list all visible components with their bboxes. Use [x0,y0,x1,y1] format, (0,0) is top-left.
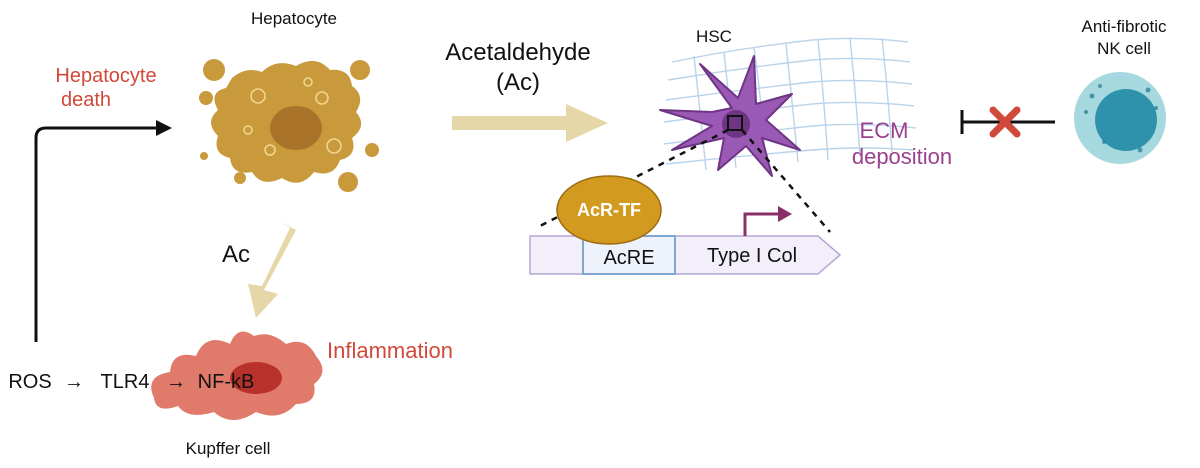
nfkb-label: NF-kB [198,371,255,393]
ecm-label-line1: ECM [860,118,909,143]
ac-down-arrow [248,222,296,318]
zoom-box [727,115,743,131]
type1-col-label: Type I Col [707,245,797,267]
zoom-lines [539,128,831,233]
hsc-cell [659,55,801,177]
hepatocyte-death-label-line2: death [61,89,111,111]
kupffer-cell [151,331,323,420]
hsc-label: HSC [696,27,732,46]
acre-label: AcRE [603,247,654,269]
hepatocyte-death-label-line1: Hepatocyte [55,65,156,87]
hepatocyte-label: Hepatocyte [251,9,337,28]
nk-label-line2: NK cell [1097,39,1151,58]
acr-tf-factor [556,175,662,245]
ac-label: Ac [222,241,250,268]
acr-tf-label: AcR-TF [577,200,641,220]
cross-icon [989,106,1021,138]
ecm-label-line2: deposition [852,144,952,169]
acetaldehyde-label-line2: (Ac) [496,69,540,96]
gene-promoter-strip [529,206,842,275]
ros-label: ROS [8,371,51,393]
pathway-arrow-2: → [166,371,186,393]
acetaldehyde-arrow [452,104,608,142]
nk-cell [1074,72,1166,164]
acetaldehyde-label-line1: Acetaldehyde [445,39,590,66]
nk-label-line1: Anti-fibrotic [1081,17,1167,36]
feedback-arrow [34,120,172,342]
labels: Hepatocyte Hepatocyte death Acetaldehyde… [8,9,1167,458]
hepatocyte-cell [199,59,379,192]
inhibition-line [960,106,1055,138]
kupffer-label: Kupffer cell [186,439,271,458]
tlr4-label: TLR4 [101,371,150,393]
pathway-arrow-1: → [64,371,84,393]
inflammation-label: Inflammation [327,338,453,363]
